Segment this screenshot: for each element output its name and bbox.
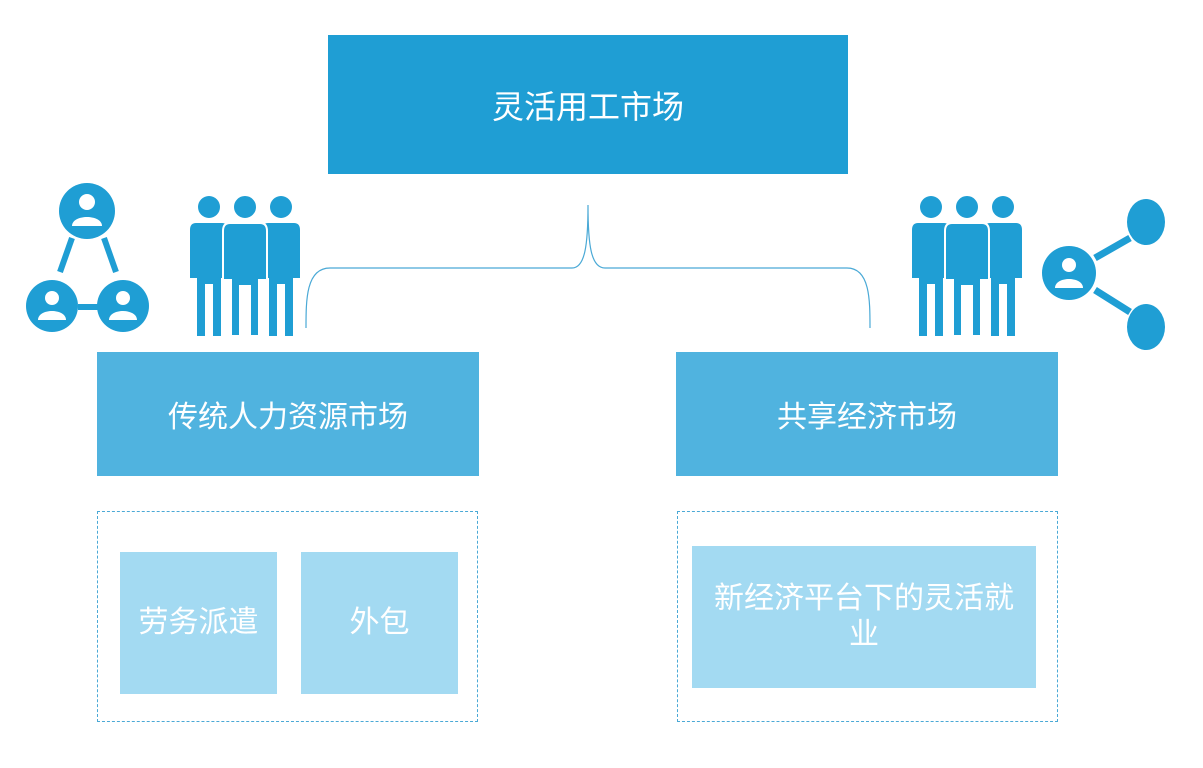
people-group-icon bbox=[190, 194, 300, 337]
leaf-node-label: 劳务派遣 bbox=[138, 605, 259, 640]
leaf-node-platform-employment: 新经济平台下的灵活就业 bbox=[692, 546, 1036, 688]
leaf-node-outsourcing: 外包 bbox=[301, 552, 458, 694]
root-node-label: 灵活用工市场 bbox=[491, 87, 684, 126]
share-network-icon bbox=[1042, 199, 1165, 350]
network-triangle-icon bbox=[26, 183, 149, 332]
leaf-node-label: 外包 bbox=[349, 605, 410, 640]
leaf-node-label: 新经济平台下的灵活就业 bbox=[714, 581, 1014, 652]
leaf-node-labor-dispatch: 劳务派遣 bbox=[120, 552, 277, 694]
people-group-icon bbox=[912, 194, 1022, 337]
leaf-group-sharing bbox=[677, 511, 1058, 722]
branch-node-label: 共享经济市场 bbox=[777, 400, 957, 435]
branch-node-label: 传统人力资源市场 bbox=[168, 400, 408, 435]
brace-connector bbox=[305, 204, 871, 329]
root-node: 灵活用工市场 bbox=[328, 35, 848, 174]
branch-node-sharing: 共享经济市场 bbox=[676, 352, 1058, 476]
branch-node-traditional: 传统人力资源市场 bbox=[97, 352, 479, 476]
leaf-group-traditional bbox=[97, 511, 478, 722]
